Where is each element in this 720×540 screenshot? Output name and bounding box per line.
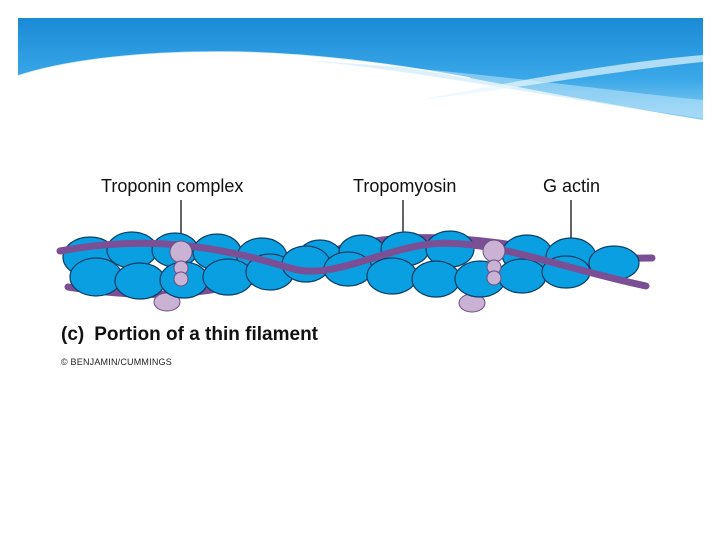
caption-letter: (c) [61,324,85,345]
g-actin-bead [497,258,547,294]
g-actin-bead [366,257,418,295]
g-actin-bead [281,245,331,283]
figure-caption: (c) Portion of a thin filament [61,324,318,346]
copyright-credit: © BENJAMIN/CUMMINGS [61,357,172,367]
troponin-complex [169,240,193,287]
troponin-complex [482,239,506,286]
g-actin-label: G actin [543,176,601,196]
g-actin-bead [114,262,166,300]
g-actin-bead [411,260,461,298]
g-actin-bead [202,258,254,296]
thin-filament-diagram [56,200,656,313]
g-actin-bead [106,231,158,269]
g-actin-bead [69,257,123,297]
caption-text: Portion of a thin filament [94,324,319,345]
header-banner [17,18,703,120]
tropomyosin-strand-front [56,239,650,290]
troponin-complex-label: Troponin complex [101,176,244,196]
tropomyosin-label: Tropomyosin [353,176,457,196]
